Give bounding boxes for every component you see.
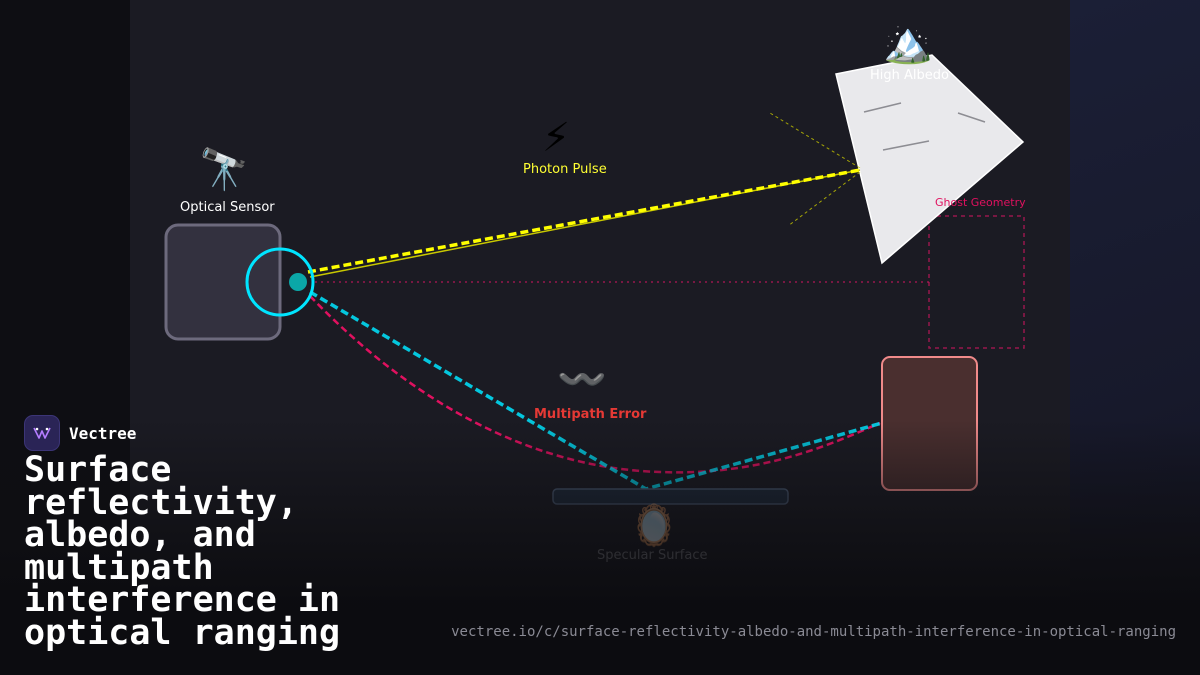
telescope-icon: 🔭 [199,147,249,193]
sensor-housing [164,223,282,341]
mirror-icon: 🪞 [629,503,679,549]
multipath-error-label: Multipath Error [534,407,647,422]
sensor-aperture-ring [245,247,315,317]
wavy-line-icon: 〰️ [557,357,607,403]
page-url[interactable]: vectree.io/c/surface-reflectivity-albedo… [451,624,1176,640]
surface-texture-line [882,140,930,151]
page-title: Surface reflectivity, albedo, and multip… [24,450,341,653]
scatter-ray [769,112,861,169]
surface-texture-line [957,112,986,123]
pulse-label: Photon Pulse [523,162,607,177]
brand-name: Vectree [69,423,137,443]
target-label: High Albedo [870,68,949,83]
scatter-ray [787,171,861,227]
brand: Vectree [24,415,136,451]
vectree-logo-icon [24,415,60,451]
sensor-emitter [289,273,307,291]
lightning-icon: ⚡ [542,115,571,161]
surface-texture-line [863,102,902,113]
ghost-geometry-box [928,215,1025,349]
direct-beam [307,168,861,274]
ghost-geometry-label: Ghost Geometry [935,196,1026,209]
specular-surface-label: Specular Surface [597,548,708,563]
sensor-label: Optical Sensor [180,200,275,215]
direct-beam-return [309,169,861,278]
bottom-fade-overlay [0,420,1200,675]
high-albedo-surface [835,54,1025,265]
snow-mountain-icon: 🏔️ [883,20,933,66]
